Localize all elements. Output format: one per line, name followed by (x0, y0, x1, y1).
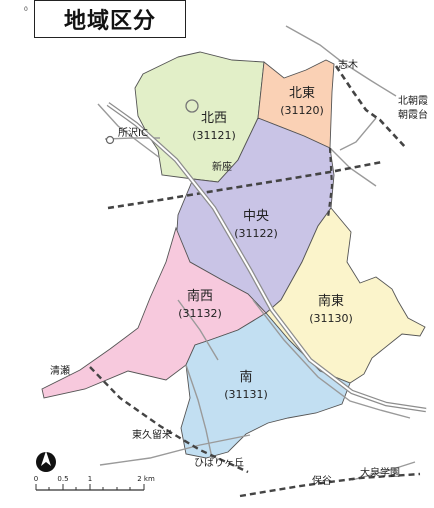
district-area-minamihigashi[interactable] (265, 207, 426, 384)
scale-bar: 0 0.5 1 2 km (34, 475, 155, 491)
district-name-kitahigashi: 北東 (289, 85, 315, 101)
corner-mark: 0 (24, 6, 28, 13)
interchange-marker (185, 99, 199, 113)
railway-line (326, 147, 334, 219)
railways (89, 65, 421, 498)
place-label-hoya: 保谷 (312, 474, 332, 487)
railway-line (239, 472, 421, 498)
place-label-niiza: 新座 (212, 160, 232, 173)
district-name-minaminishi: 南西 (187, 288, 213, 304)
district-code-kitahigashi: (31120) (280, 104, 324, 117)
expressway (106, 102, 427, 413)
railway-line (89, 366, 249, 474)
roads (97, 25, 416, 481)
district-code-chuo: (31122) (234, 227, 278, 240)
place-label-oizumi-gakuen: 大泉学園 (360, 466, 400, 479)
scale-tick-label: 0.5 (57, 475, 68, 483)
district-area-minami[interactable] (180, 312, 351, 459)
district-name-chuo: 中央 (243, 209, 269, 224)
district-area-minaminishi[interactable] (41, 226, 267, 399)
railway-line (334, 65, 407, 149)
place-label-kiyose: 清瀬 (50, 364, 70, 377)
place-label-shiki: 志木 (338, 58, 358, 71)
map-title: 地域区分 (34, 0, 186, 38)
north-arrow-icon (36, 451, 56, 472)
district-code-minaminishi: (31132) (178, 307, 222, 320)
district-name-minamihigashi: 南東 (318, 293, 344, 309)
district-name-kitanishi: 北西 (201, 111, 227, 126)
place-label-tokorozawa-ic: 所沢IC (118, 126, 148, 139)
tokorozawa-ic-marker (105, 135, 115, 145)
district-code-minami: (31131) (224, 388, 268, 401)
place-label-hibarigaoka: ひばりヶ丘 (194, 457, 244, 469)
district-code-minamihigashi: (31130) (309, 312, 353, 325)
place-label-kita-asaka: 北朝霞 (398, 95, 428, 107)
district-code-kitanishi: (31121) (192, 129, 236, 142)
scale-tick-label: 2 km (137, 475, 155, 483)
place-label-higashikurume: 東久留米 (132, 428, 172, 441)
place-label-asakadai: 朝霞台 (398, 108, 428, 121)
scale-tick-label: 1 (88, 475, 92, 483)
railway-line (107, 160, 383, 210)
district-name-minami: 南 (239, 369, 252, 385)
scale-tick-label: 0 (34, 475, 38, 483)
